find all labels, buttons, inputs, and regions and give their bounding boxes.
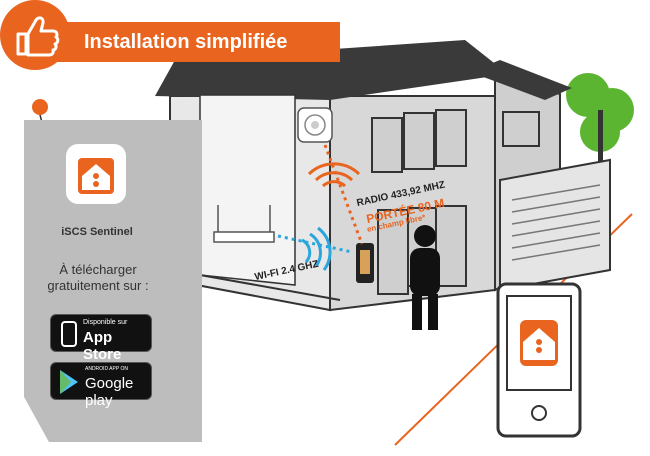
pin-icon bbox=[32, 99, 48, 115]
thumbs-up-icon bbox=[16, 16, 60, 57]
google-play-button[interactable]: ANDROID APP ON Google play bbox=[50, 362, 152, 409]
play-icon bbox=[60, 370, 78, 394]
person-silhouette bbox=[410, 225, 440, 330]
google-play-small: ANDROID APP ON bbox=[85, 366, 128, 372]
google-play-big: Google play bbox=[85, 375, 134, 409]
tree bbox=[566, 73, 634, 180]
app-store-small: Disponible sur bbox=[83, 319, 128, 326]
download-line1: À télécharger bbox=[59, 262, 137, 277]
apple-icon bbox=[61, 321, 77, 347]
detector bbox=[297, 107, 333, 143]
wifi-waves bbox=[301, 226, 332, 271]
thumbs-up-badge bbox=[0, 0, 70, 70]
download-line2: gratuitement sur : bbox=[47, 278, 149, 293]
app-store-big: App Store bbox=[83, 329, 122, 363]
app-name: iSCS Sentinel bbox=[61, 226, 133, 238]
smartphone bbox=[496, 282, 582, 438]
title-banner: Installation simplifiée bbox=[44, 22, 340, 62]
app-store-button[interactable]: Disponible sur App Store bbox=[50, 314, 152, 363]
banner-title: Installation simplifiée bbox=[84, 31, 288, 53]
router bbox=[213, 205, 275, 243]
download-text: À télécharger gratuitement sur : bbox=[28, 262, 168, 294]
radio-waves bbox=[307, 162, 361, 188]
app-icon bbox=[66, 144, 126, 204]
